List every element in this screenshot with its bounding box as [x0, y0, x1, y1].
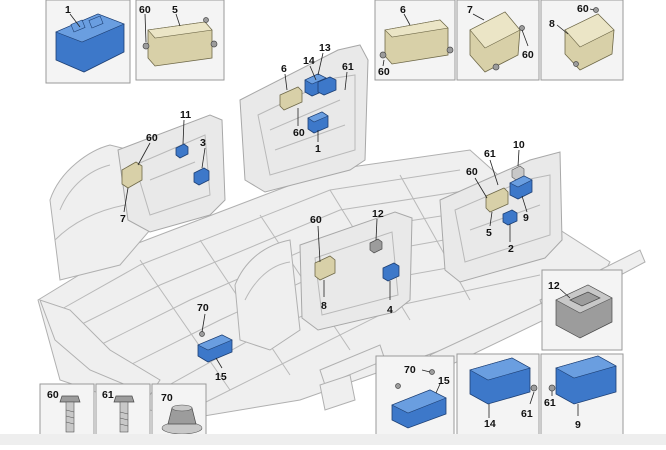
label-8: 8 [549, 18, 555, 30]
leader-61 [344, 71, 348, 91]
module-11-icon [175, 119, 189, 159]
label-70: 70 [197, 302, 209, 314]
module-14-icon [309, 65, 337, 96]
label-61: 61 [342, 61, 354, 73]
label-60-rr: 60 [466, 166, 478, 178]
module-6-on-door-icon [279, 73, 303, 111]
label-11: 11 [180, 109, 191, 121]
label-5: 5 [172, 4, 178, 16]
module-15-detail-icon [391, 369, 447, 429]
module-14-detail-icon [469, 357, 538, 418]
leader-61-rr [489, 159, 499, 186]
label-5-door: 5 [486, 227, 492, 239]
module-12-icon [369, 218, 383, 254]
label-60-rl: 60 [146, 132, 158, 144]
label-4: 4 [387, 304, 393, 316]
control-module-5-icon [142, 13, 218, 67]
module-7-on-door-icon [121, 142, 151, 213]
label-60-bolt: 60 [47, 389, 59, 401]
label-9: 9 [523, 212, 529, 224]
label-60-c: 60 [522, 49, 534, 61]
switch-block-icon [55, 13, 125, 73]
label-61-inset-b: 61 [544, 397, 556, 409]
module-8-on-door-icon [314, 225, 336, 297]
label-15: 15 [215, 371, 227, 383]
label-60-b: 60 [378, 66, 390, 78]
module-9-detail-icon [548, 355, 617, 416]
label-70-inset: 70 [404, 364, 416, 376]
label-12-inset: 12 [548, 280, 560, 292]
label-8-door: 8 [321, 300, 327, 312]
nut-70-icon [161, 404, 203, 435]
label-10: 10 [513, 139, 525, 151]
module-1-icon [307, 111, 329, 142]
label-7: 7 [467, 4, 473, 16]
label-7-door: 7 [120, 213, 126, 225]
module-5-on-door-icon [474, 177, 509, 227]
label-14: 14 [303, 55, 315, 67]
label-60-fr: 60 [310, 214, 322, 226]
bolt-60-icon [59, 395, 81, 433]
label-60-a: 60 [139, 4, 151, 16]
label-61-inset: 61 [521, 408, 533, 420]
module-3-icon [193, 147, 210, 186]
label-13: 13 [319, 42, 331, 54]
module-9-icon [509, 175, 533, 213]
label-70-nut: 70 [161, 392, 173, 404]
label-3: 3 [200, 137, 206, 149]
label-12: 12 [372, 208, 384, 220]
bottom-strip [0, 434, 666, 445]
bolt-61-icon [113, 395, 135, 433]
module-15-icon [197, 313, 233, 369]
control-module-6-icon [379, 13, 454, 67]
label-1-door: 1 [315, 143, 321, 155]
module-4-icon [382, 262, 400, 300]
label-14-inset: 14 [484, 418, 496, 430]
control-module-8-icon [556, 7, 615, 71]
label-1: 1 [65, 4, 71, 16]
label-60-d: 60 [577, 3, 589, 15]
label-60-door: 60 [293, 127, 305, 139]
switch-12-icon [555, 284, 613, 339]
label-15-inset: 15 [438, 375, 450, 387]
control-module-7-icon [469, 11, 529, 73]
label-9-inset: 9 [575, 419, 581, 431]
label-6: 6 [400, 4, 406, 16]
label-61-bolt: 61 [102, 389, 114, 401]
module-2-icon [502, 209, 518, 242]
label-61-rr: 61 [484, 148, 496, 160]
front-right-door-panel [299, 211, 413, 331]
label-2: 2 [508, 243, 514, 255]
bolt-icon [203, 17, 209, 23]
label-6-door: 6 [281, 63, 287, 75]
